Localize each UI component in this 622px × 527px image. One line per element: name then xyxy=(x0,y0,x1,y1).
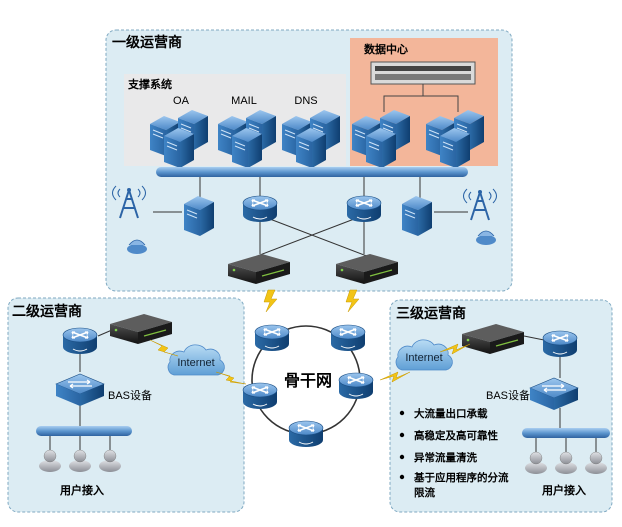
storage-array-icon xyxy=(370,61,476,85)
backbone-router-icon xyxy=(330,324,366,352)
internet-cloud-icon xyxy=(167,344,225,376)
backbone-router-icon xyxy=(288,420,324,448)
tier2-cloud-label: Internet xyxy=(177,357,214,369)
tier1-links xyxy=(199,177,421,259)
tier2-links xyxy=(49,329,113,450)
support-system-title: 支撑系统 xyxy=(127,77,172,91)
tier2-bus xyxy=(36,426,132,436)
backbone-router-icon xyxy=(242,382,278,410)
datacenter-title: 数据中心 xyxy=(364,42,408,56)
backbone-router-icon xyxy=(254,324,290,352)
tier2-title: 二级运营商 xyxy=(12,303,82,319)
wireless-signal-icon xyxy=(112,185,146,201)
wan-link-bolt-icon xyxy=(149,339,247,385)
tier1-title: 一级运营商 xyxy=(112,34,182,50)
tier3-cloud-label: Internet xyxy=(405,352,442,364)
tier3-user-label: 用户接入 xyxy=(542,483,586,497)
support-item-oa: OA xyxy=(173,95,190,107)
datacenter-server-icon xyxy=(365,127,397,169)
feature-item: 限流 xyxy=(414,486,435,499)
tier3-bus xyxy=(522,428,610,438)
oa-server-icon xyxy=(163,127,195,169)
feature-list: 大流量出口承载 高稳定及高可靠性 异常流量清洗 基于应用程序的分流 限流 xyxy=(399,407,509,499)
wan-link-bolt-icon xyxy=(379,343,471,383)
support-item-dns: DNS xyxy=(294,95,317,107)
tier1-bus xyxy=(156,167,468,177)
feature-item: 基于应用程序的分流 xyxy=(413,471,509,484)
tier3-router-icon xyxy=(542,330,578,358)
core-router-icon xyxy=(346,195,382,223)
backbone-router-icon xyxy=(338,372,374,400)
tier2-bas-label: BAS设备 xyxy=(108,388,152,402)
tier3-bas-label: BAS设备 xyxy=(486,388,530,402)
core-router-icon xyxy=(242,195,278,223)
feature-item: 高稳定及高可靠性 xyxy=(414,429,498,442)
feature-item: 大流量出口承载 xyxy=(414,407,488,420)
wan-link-bolt-icon xyxy=(345,289,360,313)
access-server-icon xyxy=(401,195,433,237)
wan-link-bolt-icon xyxy=(263,289,278,313)
dns-server-icon xyxy=(295,127,327,169)
datacenter-server-icon xyxy=(439,127,471,169)
tier3-title: 三级运营商 xyxy=(396,305,466,321)
backbone-label: 骨干网 xyxy=(284,372,332,390)
support-item-mail: MAIL xyxy=(231,95,257,107)
internet-cloud-icon xyxy=(395,339,453,371)
tier2-router-icon xyxy=(62,327,98,355)
feature-item: 异常流量清洗 xyxy=(414,451,477,464)
tier2-user-label: 用户接入 xyxy=(60,483,104,497)
wireless-signal-icon xyxy=(463,188,497,204)
mail-server-icon xyxy=(231,127,263,169)
access-server-icon xyxy=(183,195,215,237)
